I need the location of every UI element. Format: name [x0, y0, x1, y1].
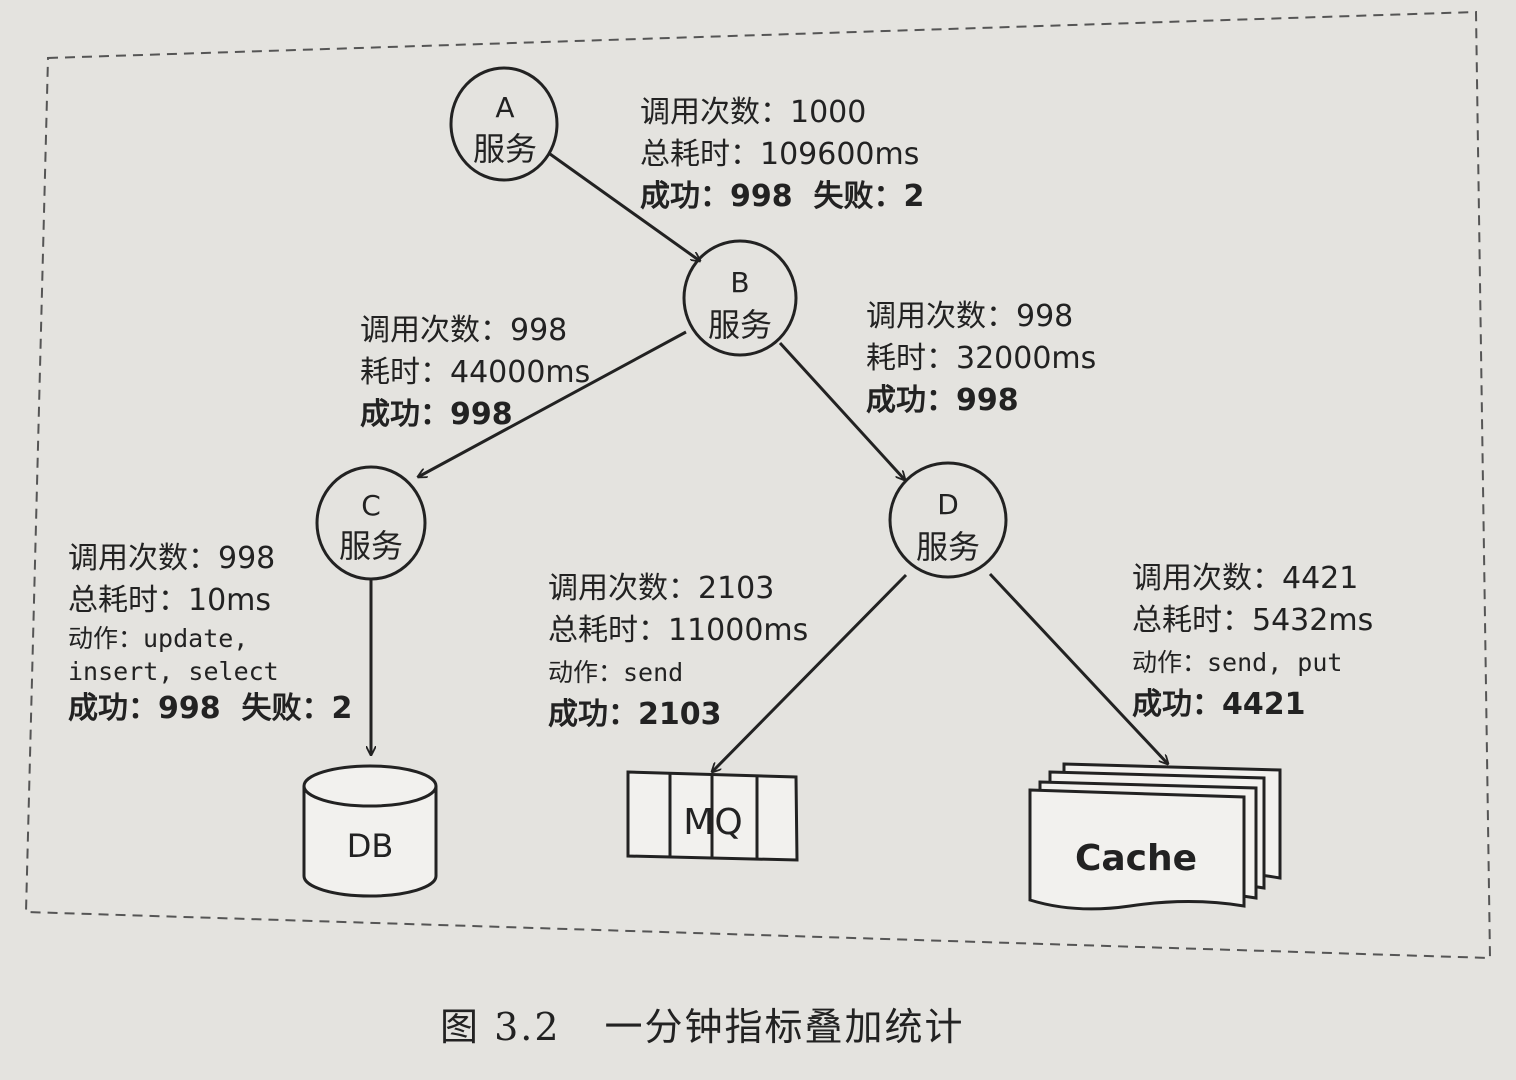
b-d-success: 成功：998 — [866, 383, 1019, 418]
caption-number: 图 3.2 — [440, 1005, 561, 1049]
c-db-calls: 调用次数：998 — [68, 541, 276, 576]
d-mq-total-time: 总耗时：11000ms — [548, 613, 809, 648]
b-d-calls: 调用次数：998 — [866, 299, 1074, 334]
cache-label: Cache — [1075, 838, 1197, 879]
node-a-letter: A — [495, 91, 514, 124]
mq-queue: MQ — [626, 770, 799, 862]
figure-caption: 图 3.2 一分钟指标叠加统计 — [440, 996, 965, 1051]
edge-c-db-stats: 调用次数：998 总耗时：10ms 动作：update, insert, sel… — [68, 538, 352, 730]
edge-d-to-mq — [712, 573, 908, 772]
a-b-total-time: 总耗时：109600ms — [640, 137, 920, 172]
mq-label: MQ — [683, 802, 742, 843]
service-node-d: D 服务 — [888, 461, 1008, 579]
dashed-frame — [24, 10, 1492, 960]
caption-title: 一分钟指标叠加统计 — [604, 1005, 965, 1049]
db-cylinder: DB — [302, 764, 438, 898]
node-d-letter: D — [937, 488, 959, 521]
edge-d-mq-stats: 调用次数：2103 总耗时：11000ms 动作：send 成功：2103 — [548, 568, 808, 736]
node-b-name: 服务 — [708, 306, 772, 344]
node-a-name: 服务 — [473, 130, 537, 168]
c-db-success: 成功：998 — [68, 691, 221, 726]
b-c-time: 耗时：44000ms — [360, 355, 591, 390]
node-d-name: 服务 — [916, 528, 980, 566]
c-db-result: 成功：998 失败：2 — [68, 688, 352, 730]
d-cache-total-time: 总耗时：5432ms — [1132, 603, 1374, 638]
d-mq-action: 动作：send — [548, 658, 684, 687]
edge-d-cache-stats: 调用次数：4421 总耗时：5432ms 动作：send, put 成功：442… — [1132, 558, 1373, 726]
a-b-success: 成功：998 — [640, 179, 793, 214]
b-c-calls: 调用次数：998 — [360, 313, 568, 348]
service-node-c: C 服务 — [315, 465, 427, 581]
a-b-calls: 调用次数：1000 — [640, 95, 867, 130]
b-d-time: 耗时：32000ms — [866, 341, 1097, 376]
edge-d-to-cache — [988, 572, 1168, 764]
cache-stack: Cache — [1028, 762, 1282, 911]
service-node-b: B 服务 — [682, 239, 798, 357]
db-label: DB — [347, 827, 394, 865]
edge-b-c-stats: 调用次数：998 耗时：44000ms 成功：998 — [360, 310, 590, 436]
d-mq-calls: 调用次数：2103 — [548, 571, 775, 606]
node-b-letter: B — [730, 266, 749, 299]
a-b-result: 成功：998 失败：2 — [640, 176, 924, 218]
a-b-fail: 失败：2 — [813, 179, 925, 214]
c-db-action-line2: insert, select — [68, 657, 279, 686]
edge-b-to-c — [418, 330, 687, 477]
b-c-success: 成功：998 — [360, 397, 513, 432]
c-db-total-time: 总耗时：10ms — [68, 583, 272, 618]
d-cache-success: 成功：4421 — [1132, 687, 1306, 722]
edge-b-to-d — [778, 341, 905, 480]
edge-a-to-b — [549, 152, 700, 261]
node-c-name: 服务 — [339, 527, 403, 565]
edge-b-d-stats: 调用次数：998 耗时：32000ms 成功：998 — [866, 296, 1096, 422]
d-mq-success: 成功：2103 — [548, 697, 722, 732]
c-db-action-line1: 动作：update, — [68, 624, 249, 653]
service-node-a: A 服务 — [449, 66, 559, 182]
d-cache-calls: 调用次数：4421 — [1132, 561, 1359, 596]
d-cache-action: 动作：send, put — [1132, 648, 1343, 677]
edge-a-b-stats: 调用次数：1000 总耗时：109600ms 成功：998 失败：2 — [640, 92, 924, 218]
node-c-letter: C — [361, 489, 381, 522]
c-db-fail: 失败：2 — [241, 691, 353, 726]
